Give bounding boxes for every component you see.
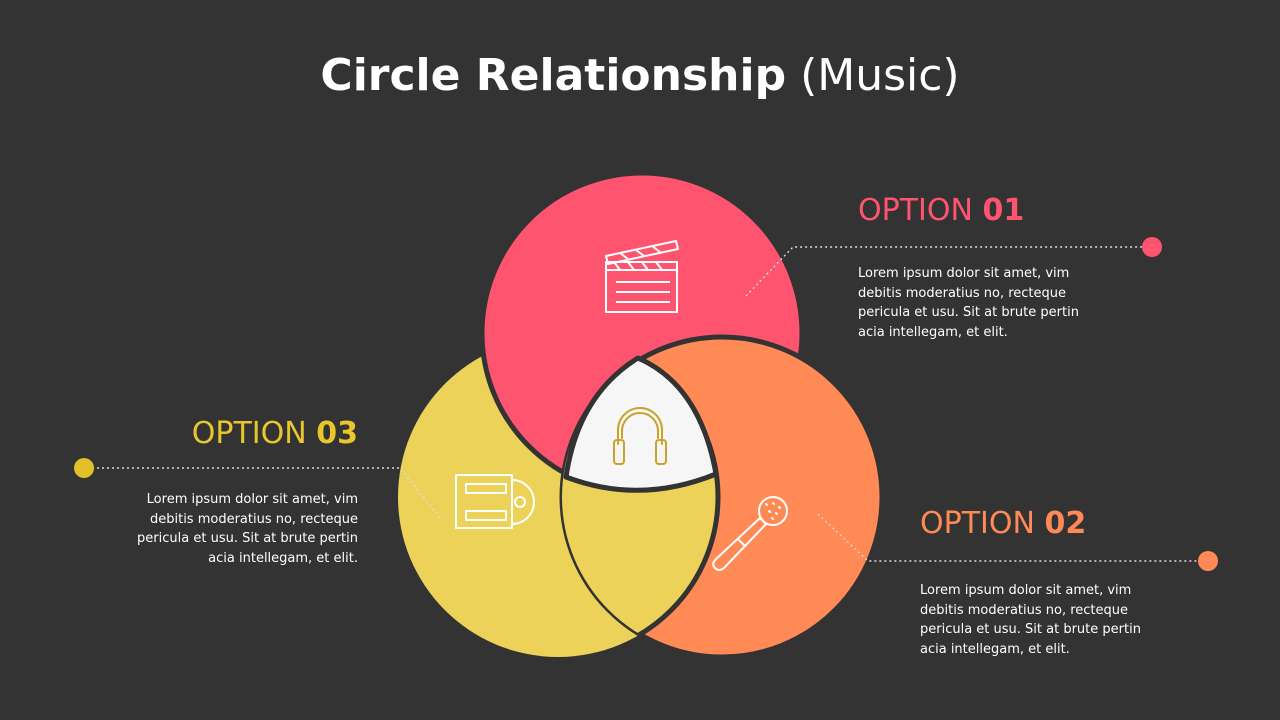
dot-option-03 — [74, 458, 94, 478]
option-01-description: Lorem ipsum dolor sit amet, vim debitis … — [858, 266, 1079, 340]
dot-option-01 — [1142, 237, 1162, 257]
option-01-number: 01 — [982, 193, 1025, 228]
microphone-icon — [712, 496, 788, 571]
connector-option-02 — [817, 513, 1208, 562]
title-main: Circle Relationship — [320, 50, 787, 101]
option-02-number: 02 — [1044, 506, 1087, 541]
option-02-description: Lorem ipsum dolor sit amet, vim debitis … — [920, 583, 1141, 657]
cd-player-icon — [455, 474, 535, 529]
title-sub: (Music) — [800, 50, 960, 101]
clapperboard-icon — [605, 240, 679, 313]
dot-option-02 — [1198, 551, 1218, 571]
headphones-icon — [613, 407, 667, 465]
connector-option-03 — [84, 467, 441, 519]
option-01-title: OPTION 01 — [858, 193, 1024, 229]
option-03-prefix: OPTION — [191, 416, 307, 451]
option-02-title: OPTION 02 — [920, 506, 1086, 542]
page-title: Circle Relationship (Music) — [0, 48, 1280, 104]
center-intersection — [563, 355, 719, 493]
option-02-prefix: OPTION — [920, 506, 1035, 541]
option-03-number: 03 — [316, 416, 358, 451]
option-03-description: Lorem ipsum dolor sit amet, vim debitis … — [137, 492, 358, 566]
option-01-prefix: OPTION — [858, 193, 973, 228]
option-03-title: OPTION 03 — [130, 416, 358, 452]
